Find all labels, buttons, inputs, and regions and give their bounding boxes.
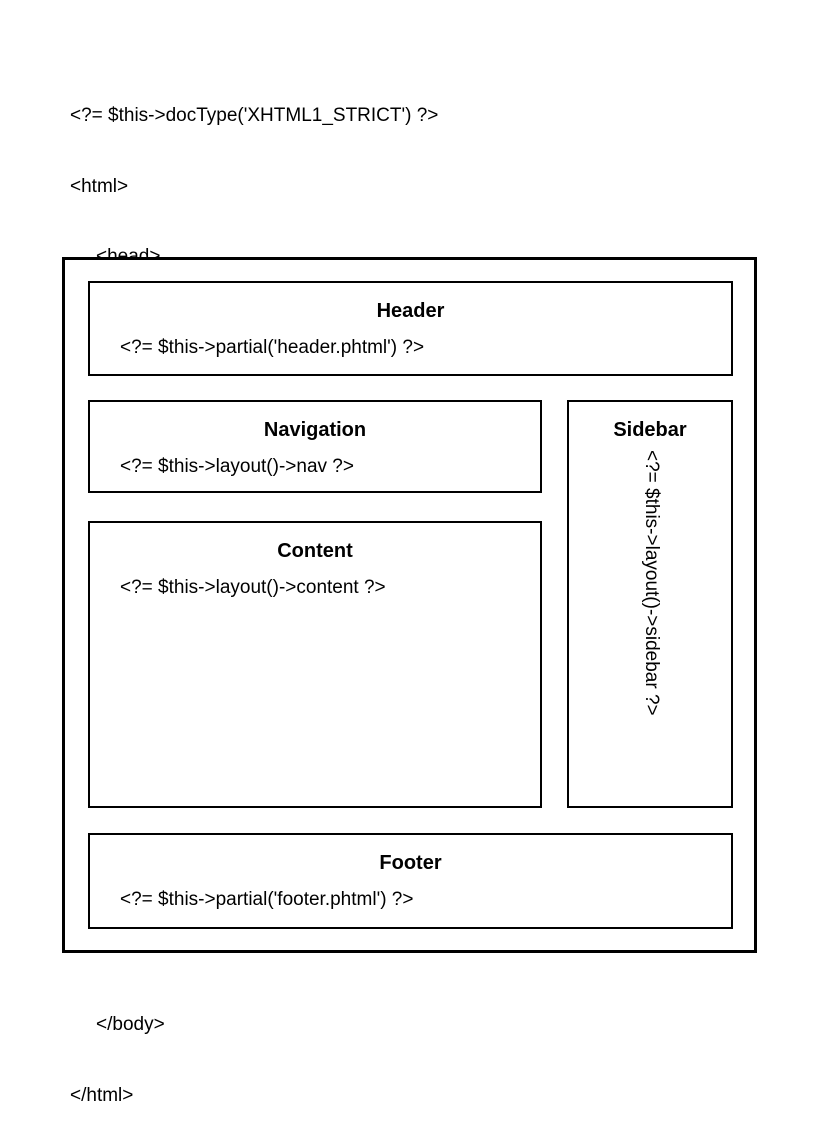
sidebar-box: Sidebar <?= $this->layout()->sidebar ?>	[567, 400, 733, 808]
footer-box-code: <?= $this->partial('footer.phtml') ?>	[120, 889, 414, 910]
navigation-box-code: <?= $this->layout()->nav ?>	[120, 456, 354, 477]
code-line-doctype: <?= $this->docType('XHTML1_STRICT') ?>	[70, 105, 439, 126]
content-box: Content <?= $this->layout()->content ?>	[88, 521, 542, 808]
sidebar-box-title: Sidebar	[613, 419, 687, 441]
content-box-code: <?= $this->layout()->content ?>	[120, 577, 386, 598]
code-line-html-open: <html>	[70, 175, 129, 197]
header-box: Header <?= $this->partial('header.phtml'…	[88, 281, 733, 376]
navigation-box: Navigation <?= $this->layout()->nav ?>	[88, 400, 542, 493]
footer-box: Footer <?= $this->partial('footer.phtml'…	[88, 833, 733, 929]
header-box-code: <?= $this->partial('header.phtml') ?>	[120, 337, 425, 358]
bottom-code-block: </body> </html>	[70, 966, 165, 1131]
code-line-body-close: </body>	[96, 1014, 165, 1035]
sidebar-box-code-vertical: <?= $this->layout()->sidebar ?>	[641, 450, 662, 716]
header-box-title: Header	[376, 300, 445, 322]
content-box-title: Content	[277, 540, 353, 562]
navigation-box-title: Navigation	[263, 419, 367, 441]
footer-box-title: Footer	[379, 852, 442, 874]
body-layout-outline-box: Header <?= $this->partial('header.phtml'…	[62, 257, 757, 953]
code-line-html-close: </html>	[70, 1084, 134, 1106]
